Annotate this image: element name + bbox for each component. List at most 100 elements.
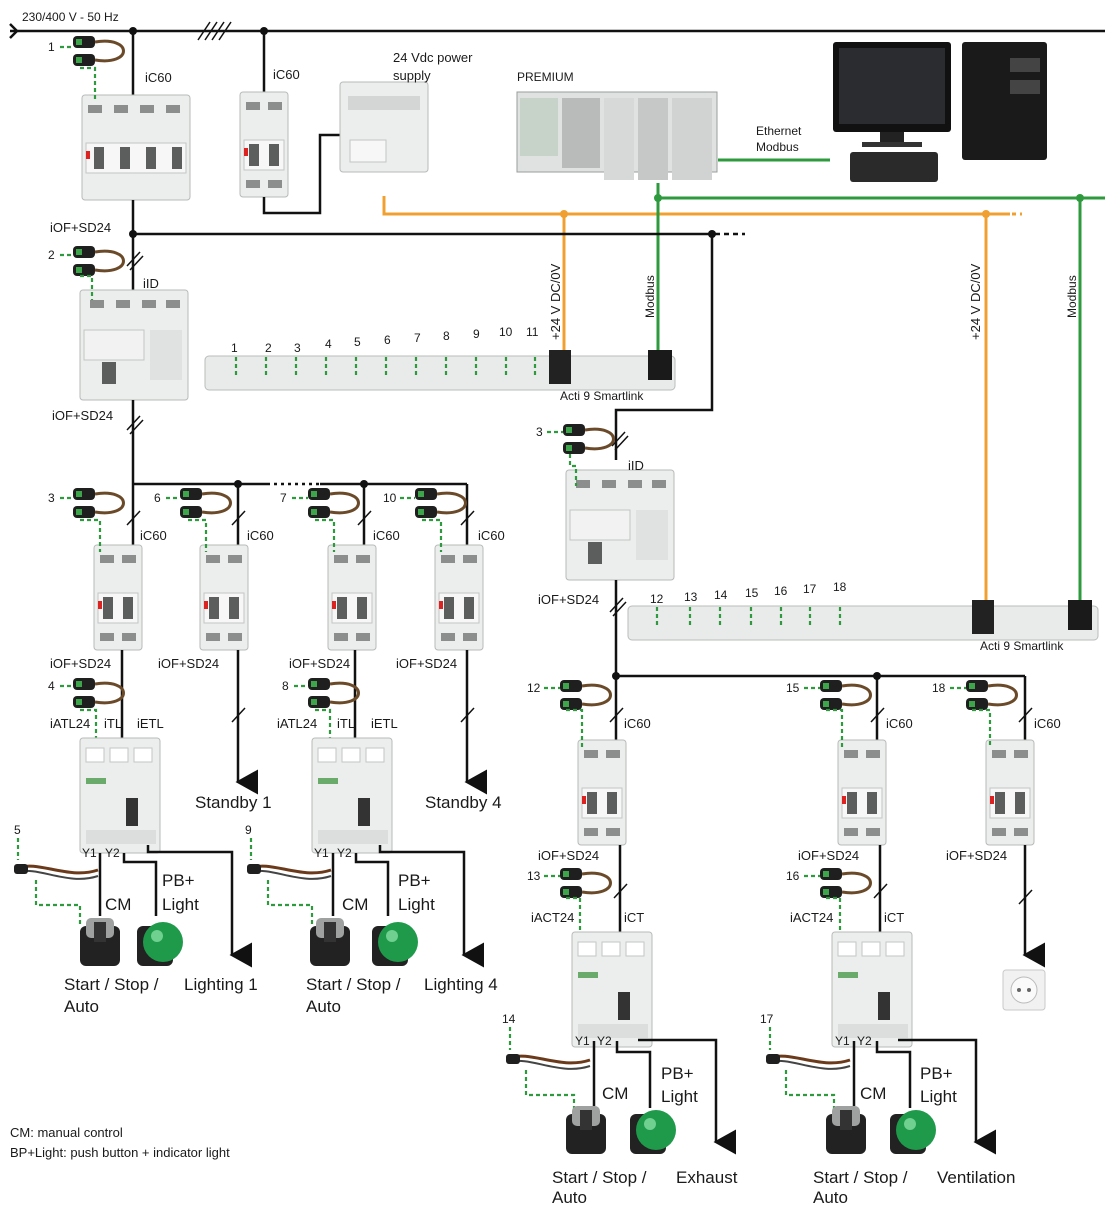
channel-16: 16	[786, 869, 800, 883]
channel-8: 8	[282, 679, 289, 693]
selector-switch-2	[310, 918, 350, 966]
breaker-ic60-15	[837, 739, 887, 846]
exhaust-label: Exhaust	[676, 1168, 738, 1187]
svg-text:6: 6	[384, 333, 391, 347]
aux-connector-13	[558, 866, 612, 900]
start-label-2: Auto	[552, 1188, 587, 1205]
cm-label: CM	[602, 1084, 628, 1103]
contactor-ict-1	[571, 931, 653, 1048]
ic60-label: iC60	[140, 528, 167, 543]
cm-label: CM	[342, 895, 368, 914]
channel-2: 2	[48, 248, 55, 262]
selector-switch-4	[826, 1106, 866, 1154]
ic60-label: iC60	[1034, 716, 1061, 731]
pb-label-2: Light	[162, 895, 199, 914]
sensor-cable-14	[504, 1052, 592, 1071]
y2-label: Y2	[105, 846, 120, 860]
start-label-1: Start / Stop /	[306, 975, 401, 994]
breaker-ic60-12	[577, 739, 627, 846]
iof-label: iOF+SD24	[289, 656, 350, 671]
iatl24-label: iATL24	[277, 716, 317, 731]
ic60-label: iC60	[886, 716, 913, 731]
pb-label-1: PB+	[162, 871, 195, 890]
power-socket	[1002, 969, 1046, 1011]
smartlink-label-2: Acti 9 Smartlink	[980, 639, 1064, 653]
supply-label: 230/400 V - 50 Hz	[22, 10, 119, 24]
push-button-light-4	[890, 1110, 936, 1154]
pc-tower	[962, 42, 1047, 160]
channel-3: 3	[48, 491, 55, 505]
pb-label-1: PB+	[661, 1064, 694, 1083]
aux-connector-16	[818, 866, 872, 900]
impulse-relay-1	[79, 737, 161, 854]
y2-label: Y2	[337, 846, 352, 860]
svg-text:13: 13	[684, 590, 698, 604]
channel-5: 5	[14, 823, 21, 837]
channel-12: 12	[527, 681, 541, 695]
svg-text:17: 17	[803, 582, 817, 596]
push-button-light-3	[630, 1110, 676, 1154]
breaker-2p-psu	[239, 91, 289, 198]
start-label-1: Start / Stop /	[64, 975, 159, 994]
y1-label: Y1	[314, 846, 329, 860]
svg-text:1: 1	[231, 341, 238, 355]
start-label-1: Start / Stop /	[813, 1168, 908, 1187]
ietl-label: iETL	[371, 716, 398, 731]
iact24-label: iACT24	[531, 910, 574, 925]
ethernet-label-2: Modbus	[756, 140, 799, 154]
svg-text:11: 11	[526, 325, 539, 339]
contactor-ict-2	[831, 931, 913, 1048]
plc-premium-rack	[516, 91, 718, 180]
plc-label: PREMIUM	[517, 70, 574, 84]
dc24-bus	[382, 196, 1010, 216]
modbus-label-1: Modbus	[643, 275, 657, 318]
y1-label: Y1	[575, 1034, 590, 1048]
aux-connector-15	[818, 678, 872, 712]
breaker-ic60-10	[434, 544, 484, 651]
iof-label: iOF+SD24	[946, 848, 1007, 863]
iof-label: iOF+SD24	[158, 656, 219, 671]
ietl-label: iETL	[137, 716, 164, 731]
channel-4: 4	[48, 679, 55, 693]
sensor-cable-17	[764, 1052, 852, 1071]
svg-text:4: 4	[325, 337, 332, 351]
breaker-4p-main	[81, 94, 191, 201]
channel-17: 17	[760, 1012, 774, 1026]
iid-label: iID	[143, 276, 159, 291]
iof-label: iOF+SD24	[396, 656, 457, 671]
channel-15: 15	[786, 681, 800, 695]
pc-monitor	[833, 42, 951, 182]
itl-label: iTL	[337, 716, 355, 731]
legend-cm: CM: manual control	[10, 1125, 123, 1140]
svg-text:12: 12	[650, 592, 664, 606]
aux-connector-2	[71, 244, 125, 278]
aux-connector-3b	[561, 422, 615, 456]
ic60-label: iC60	[273, 67, 300, 82]
rcd-iid-1	[79, 289, 189, 401]
ic60-label: iC60	[373, 528, 400, 543]
aux-connector-10	[413, 486, 467, 520]
push-button-light-2	[372, 922, 418, 966]
smartlink-2-channels: 12 13 14 15 16 17 18	[650, 580, 847, 627]
dc-label-1: +24 V DC/0V	[548, 263, 563, 340]
smartlink-1-channels: 1 2 3 4 5 6 7 8 9 10 11	[231, 325, 539, 377]
start-label-1: Start / Stop /	[552, 1168, 647, 1187]
standby-4-label: Standby 4	[425, 793, 502, 812]
ic60-label: iC60	[478, 528, 505, 543]
ict-label: iCT	[624, 910, 644, 925]
pb-label-1: PB+	[398, 871, 431, 890]
svg-text:10: 10	[499, 325, 513, 339]
cm-label: CM	[860, 1084, 886, 1103]
iof-label: iOF+SD24	[50, 656, 111, 671]
psu-label-2: supply	[393, 68, 431, 83]
svg-text:18: 18	[833, 580, 847, 594]
breaker-ic60-18	[985, 739, 1035, 846]
selector-switch-3	[566, 1106, 606, 1154]
iof-label: iOF+SD24	[538, 592, 599, 607]
dc-label-2: +24 V DC/0V	[968, 263, 983, 340]
itl-label: iTL	[104, 716, 122, 731]
cm-label: CM	[105, 895, 131, 914]
svg-text:9: 9	[473, 327, 480, 341]
smartlink-1	[204, 350, 676, 391]
channel-18: 18	[932, 681, 946, 695]
